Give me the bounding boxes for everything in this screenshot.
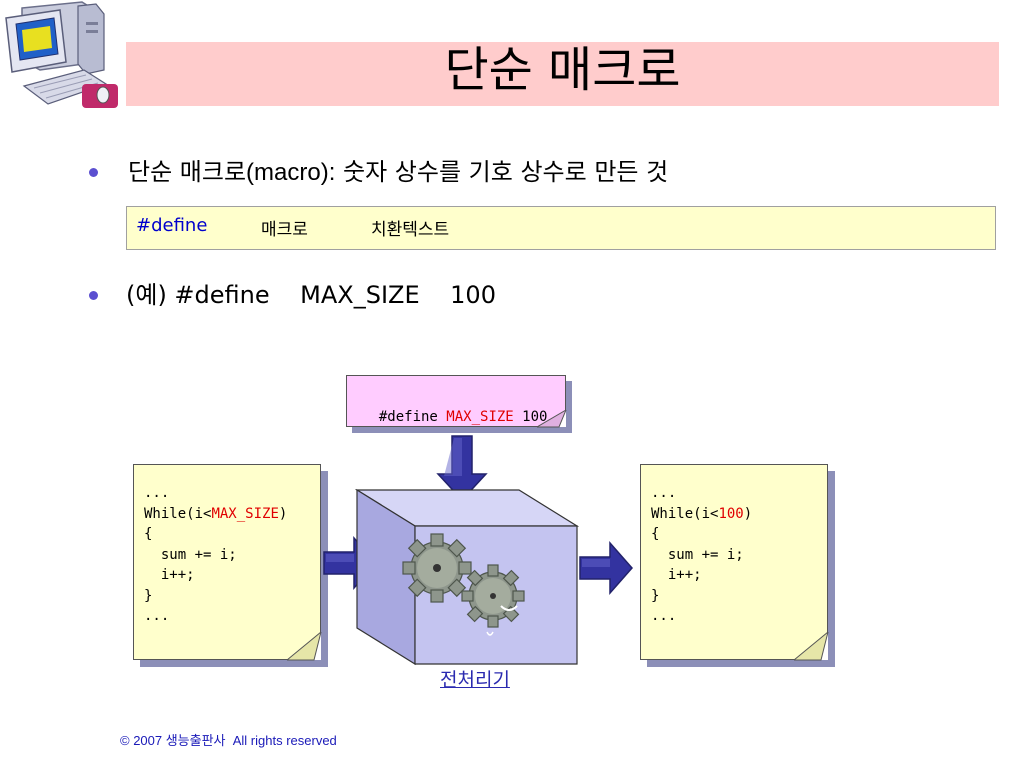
syntax-box: #define 매크로 치환텍스트 [126, 206, 996, 250]
arrow-down-icon [436, 435, 488, 502]
slide-title: 단순 매크로 [444, 42, 681, 98]
result-line-3: { [651, 526, 660, 542]
syntax-replacement: 치환텍스트 [371, 220, 450, 240]
define-note-keyword: #define [378, 409, 447, 425]
source-line-1: ... [144, 485, 170, 501]
bullet-definition: 단순 매크로(macro): 숫자 상수를 기호 상수로 만든 것 [128, 157, 668, 188]
source-line-7: ... [144, 608, 170, 624]
source-line-3: { [144, 526, 153, 542]
source-note: ... While(i<MAX_SIZE) { sum += i; i++; }… [133, 464, 321, 660]
bullet-dot [89, 291, 98, 300]
preprocessor-link[interactable]: 전처리기 [440, 669, 510, 691]
note-fold-corner [537, 410, 567, 428]
result-line-4: sum += i; [651, 546, 744, 563]
result-while-suffix: ) [743, 505, 753, 522]
source-while-prefix: While(i< [144, 505, 212, 522]
note-fold-corner [794, 632, 829, 661]
source-line-4: sum += i; [144, 546, 237, 563]
syntax-keyword: #define [136, 215, 208, 236]
define-note-name: MAX_SIZE [446, 409, 514, 425]
arrow-right-icon [579, 541, 633, 595]
result-while-token: 100 [718, 505, 744, 522]
source-line-6: } [144, 587, 153, 604]
source-while-suffix: ) [278, 505, 288, 522]
define-note-value: 100 [513, 409, 548, 425]
copyright-footer: © 2007 생능출판사 All rights reserved [120, 733, 337, 748]
source-while-token: MAX_SIZE [211, 505, 279, 522]
gears-icon [402, 533, 525, 636]
bullet-dot [89, 168, 98, 177]
result-line-6: } [651, 587, 660, 604]
bullet-term-emphasis: (macro): [246, 159, 336, 186]
title-bar [126, 42, 999, 106]
result-line-7: ... [651, 608, 677, 624]
bullet-example: (예) #define MAX_SIZE 100 [126, 281, 496, 309]
bullet-term: 단순 매크로 [128, 158, 247, 186]
bullet-description: 숫자 상수를 기호 상수로 만든 것 [335, 158, 669, 186]
result-line-1: ... [651, 485, 677, 501]
syntax-macro: 매크로 [261, 220, 308, 240]
define-note: #define MAX_SIZE 100 [346, 375, 566, 427]
source-line-5: i++; [144, 567, 195, 583]
result-note: ... While(i<100) { sum += i; i++; } ... [640, 464, 828, 660]
result-while-prefix: While(i< [651, 505, 719, 522]
result-line-5: i++; [651, 567, 702, 583]
note-fold-corner [287, 632, 322, 661]
computer-clipart-icon [5, 1, 118, 108]
preprocessor-box [355, 488, 579, 666]
